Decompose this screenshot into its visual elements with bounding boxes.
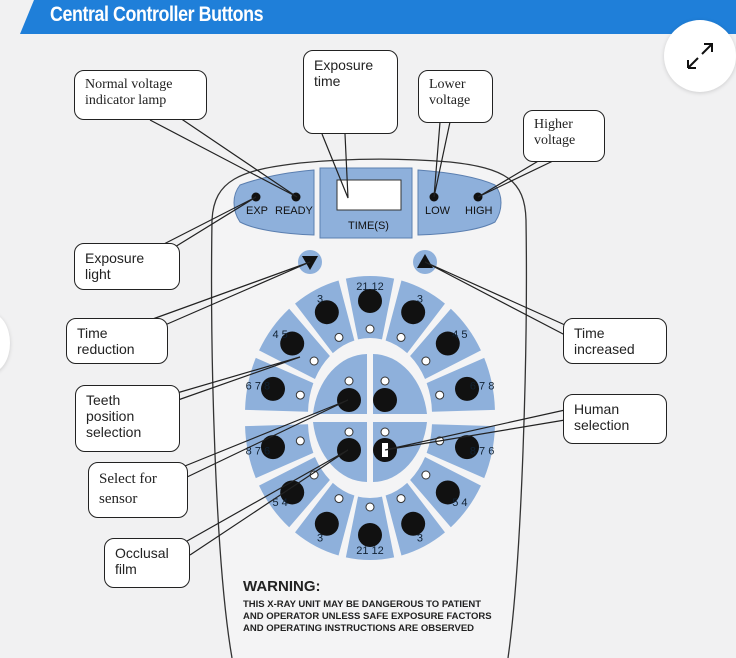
callout-human-selection: Human selection	[563, 394, 667, 444]
tooth-button-top-3[interactable]: 21 12	[345, 276, 395, 340]
lamp-panel	[233, 169, 315, 236]
indicator-lamp	[295, 436, 305, 446]
high-label: HIGH	[465, 205, 493, 217]
tooth-selector-ring: 6 7 8 4 5 3 21 12 3 4 5 6 7 8 8 7 6 5 4 3 21 12 3 5 …	[245, 276, 495, 560]
tooth-number-label: 21 12	[356, 281, 384, 293]
tooth-icon	[314, 300, 339, 325]
warning-line: AND OPERATING INSTRUCTIONS ARE OBSERVED	[243, 623, 475, 634]
tooth-button-bottom-4[interactable]: 3	[385, 482, 445, 556]
tooth-button-bottom-1[interactable]: 5 4	[259, 457, 330, 528]
tooth-button-top-4[interactable]: 3	[385, 280, 445, 354]
carousel-prev-button[interactable]	[0, 313, 10, 373]
callout-time-increased: Time increased	[563, 318, 667, 364]
indicator-lamp	[396, 494, 406, 504]
warning-title: WARNING:	[243, 578, 321, 595]
time-label: TIME(S)	[348, 220, 389, 232]
tooth-button-bottom-3[interactable]: 21 12	[345, 496, 395, 560]
tooth-icon	[435, 331, 460, 356]
tooth-button-bottom-0[interactable]: 8 7 6	[245, 424, 314, 479]
callout-occlusal-film: Occlusal film	[104, 538, 190, 588]
tooth-button-bottom-6[interactable]: 8 7 6	[426, 424, 495, 479]
tooth-icon	[260, 435, 285, 460]
tooth-button-top-2[interactable]: 3	[295, 280, 355, 354]
tooth-number-label: 21 12	[356, 545, 384, 557]
indicator-lamp	[334, 494, 344, 504]
section-title: Central Controller Buttons	[50, 3, 264, 26]
expand-button[interactable]	[664, 20, 736, 92]
tooth-icon	[358, 289, 382, 313]
tooth-number-label: 8 7 6	[470, 445, 494, 457]
tooth-icon	[401, 511, 426, 536]
callout-exposure-light: Exposure light	[74, 243, 180, 290]
callout-lower-voltage: Lower voltage	[418, 70, 493, 123]
tooth-number-label: 6 7 8	[246, 381, 270, 393]
tooth-icon	[280, 331, 305, 356]
tooth-button-top-1[interactable]: 4 5	[259, 308, 330, 379]
exp-label: EXP	[246, 205, 269, 217]
indicator-lamp	[396, 332, 406, 342]
tooth-icon	[280, 480, 305, 505]
callout-time-reduction: Time reduction	[66, 318, 168, 364]
tooth-icon	[358, 523, 382, 547]
controller-body	[210, 158, 528, 658]
indicator-lamp	[421, 356, 431, 366]
tooth-number-label: 4 5	[452, 329, 467, 341]
tooth-button-top-0[interactable]: 6 7 8	[245, 357, 314, 412]
tooth-icon	[314, 511, 339, 536]
tooth-icon	[260, 376, 285, 401]
down-arrow-icon	[302, 256, 318, 270]
warning-block: WARNING: THIS X-RAY UNIT MAY BE DANGEROU…	[243, 578, 492, 635]
low-label: LOW	[425, 205, 451, 217]
indicator-lamp	[421, 470, 431, 480]
tooth-number-label: 3	[417, 532, 423, 544]
tooth-icon	[435, 480, 460, 505]
indicator-lamp	[295, 390, 305, 400]
callout-higher-voltage: Higher voltage	[523, 110, 605, 162]
callout-select-sensor: Select for sensor	[88, 462, 188, 518]
tooth-number-label: 6 7 8	[470, 381, 494, 393]
warning-line: AND OPERATOR UNLESS SAFE EXPOSURE FACTOR…	[243, 611, 492, 622]
tooth-number-label: 5 4	[452, 497, 467, 509]
warning-line: THIS X-RAY UNIT MAY BE DANGEROUS TO PATI…	[243, 599, 482, 610]
ready-label: READY	[275, 205, 313, 217]
indicator-lamp	[309, 356, 319, 366]
tooth-number-label: 3	[417, 294, 423, 306]
child-button	[373, 388, 397, 412]
tooth-button-bottom-5[interactable]: 5 4	[410, 457, 481, 528]
tooth-icon	[455, 376, 480, 401]
sensor-button	[337, 388, 361, 412]
indicator-lamp	[435, 390, 445, 400]
callout-teeth-position: Teeth position selection	[75, 385, 180, 452]
tooth-icon	[455, 435, 480, 460]
tooth-number-label: 3	[317, 294, 323, 306]
indicator-lamp	[365, 502, 375, 512]
tooth-number-label: 3	[317, 532, 323, 544]
callout-pointers	[149, 117, 566, 556]
occlusal-button	[337, 438, 361, 462]
indicator-lamp	[365, 324, 375, 334]
callout-normal-voltage: Normal voltage indicator lamp	[74, 70, 207, 120]
tooth-button-bottom-2[interactable]: 3	[295, 482, 355, 556]
center-buttons	[313, 354, 427, 482]
voltage-panel	[417, 169, 502, 236]
tooth-button-top-5[interactable]: 4 5	[410, 308, 481, 379]
tooth-button-top-6[interactable]: 6 7 8	[426, 357, 495, 412]
indicator-lamp	[334, 332, 344, 342]
tooth-number-label: 4 5	[272, 329, 287, 341]
section-header: Central Controller Buttons	[0, 0, 736, 34]
expand-icon	[687, 43, 713, 69]
tooth-number-label: 8 7 6	[246, 445, 270, 457]
center-bottom-right	[373, 422, 427, 482]
callout-exposure-time: Exposure time	[303, 50, 398, 134]
tooth-number-label: 5 4	[272, 497, 287, 509]
tooth-icon	[401, 300, 426, 325]
